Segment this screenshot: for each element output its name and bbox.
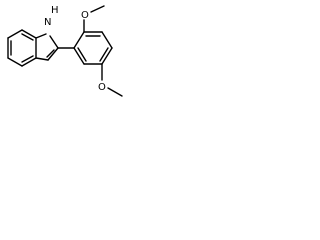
dimethoxyphenyl-ring [73, 31, 113, 65]
bond [47, 47, 59, 61]
double-bond-inner [99, 47, 109, 62]
double-bond-inner [21, 55, 34, 63]
bond [7, 57, 23, 67]
methoxy-top [83, 5, 105, 33]
indole-pyrrole-ring [35, 33, 59, 61]
bond [35, 33, 47, 39]
atom-label-o-top: O [81, 10, 89, 21]
atom-label-n: N [44, 17, 51, 28]
double-bond-inner [21, 33, 34, 41]
bond [101, 47, 113, 65]
bond [35, 57, 49, 61]
bond [90, 5, 105, 13]
indole-benzene-ring [7, 29, 37, 67]
atom-label-o-bottom: O [98, 82, 106, 93]
bond [7, 29, 23, 39]
bond [21, 57, 37, 67]
bond [49, 35, 59, 49]
bond [107, 87, 123, 97]
bond [21, 29, 37, 39]
chemical-structure: H N O O [7, 5, 123, 97]
atom-label-h: H [51, 5, 59, 16]
bond [73, 47, 85, 65]
double-bond-inner [46, 49, 55, 58]
bond [73, 31, 85, 49]
double-bond-inner [77, 47, 87, 62]
bond [101, 31, 113, 49]
methoxy-bottom [101, 63, 123, 97]
